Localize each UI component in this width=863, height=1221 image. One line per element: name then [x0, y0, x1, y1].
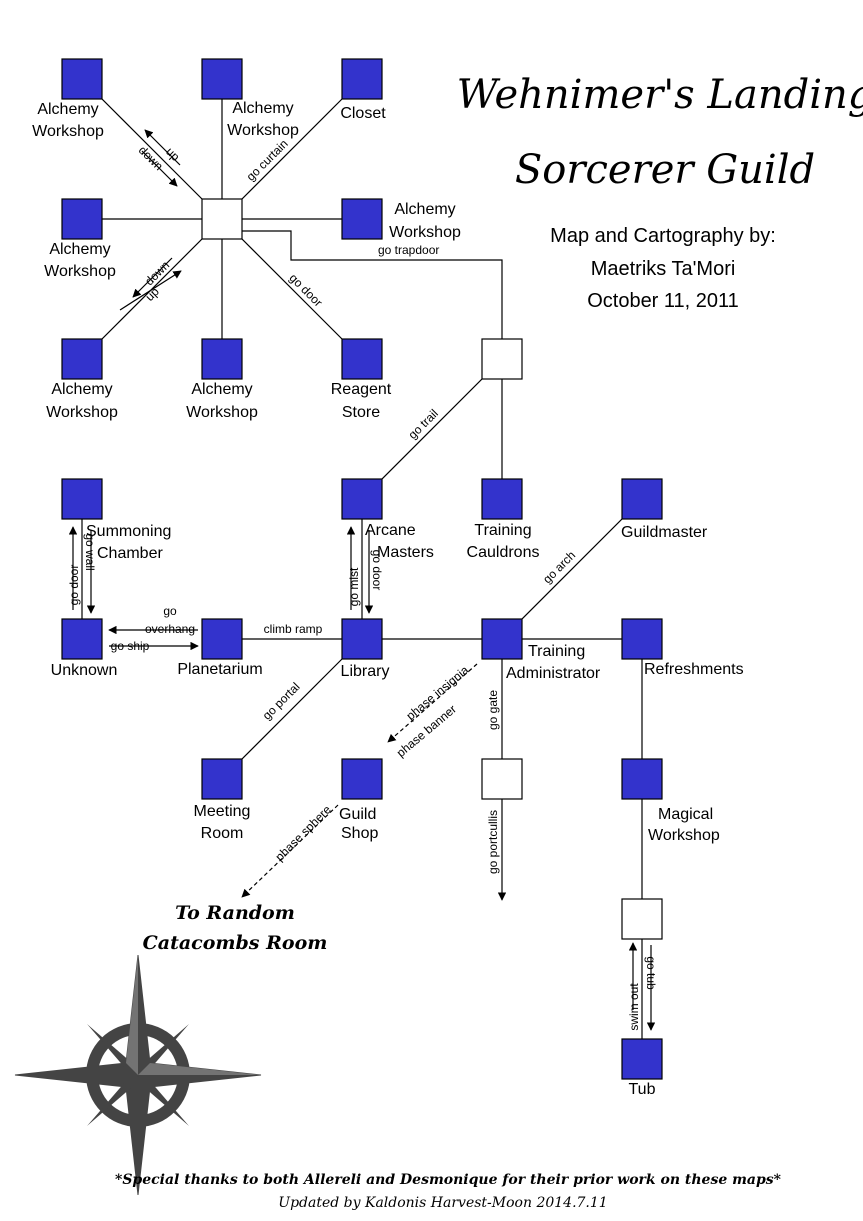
- edge-label-go-ship: go ship: [111, 639, 150, 653]
- junction-pool[interactable]: [621, 898, 663, 940]
- room-summoning[interactable]: [61, 478, 103, 520]
- edge-label-down-nw: down: [136, 143, 166, 173]
- room-label: Workshop: [227, 122, 299, 139]
- room-label: Workshop: [44, 263, 116, 280]
- edge-label-go-portal: go portal: [260, 680, 303, 723]
- room-label: Workshop: [186, 404, 258, 421]
- edge-label-phase-sphere: phase sphere: [273, 802, 335, 864]
- room-label: Chamber: [97, 545, 163, 562]
- room-label: Store: [342, 404, 380, 421]
- room-tub[interactable]: [621, 1038, 663, 1080]
- room-alchemy-n[interactable]: [201, 58, 243, 100]
- edge-label-go: go: [163, 604, 177, 618]
- room-alchemy-sw[interactable]: [61, 338, 103, 380]
- room-label: Guildmaster: [621, 524, 708, 541]
- direction-arrows: [68, 129, 656, 1031]
- room-label: Workshop: [389, 224, 461, 241]
- room-label: Closet: [340, 105, 386, 122]
- edge-label-go-door-arc: go door: [370, 550, 384, 591]
- edge-label-go-trapdoor: go trapdoor: [378, 243, 439, 257]
- room-guildmaster[interactable]: [621, 478, 663, 520]
- phase-arrows: [241, 663, 478, 898]
- room-label: Administrator: [506, 665, 601, 682]
- room-label: Workshop: [46, 404, 118, 421]
- destination-line-1: To Random: [175, 902, 295, 924]
- room-guild-shop[interactable]: [341, 758, 383, 800]
- room-label: Cauldrons: [467, 544, 540, 561]
- room-training-admin[interactable]: [481, 618, 523, 660]
- destination-line-2: Catacombs Room: [143, 932, 328, 954]
- room-magical[interactable]: [621, 758, 663, 800]
- room-alchemy-e[interactable]: [341, 198, 383, 240]
- room-label: Library: [341, 663, 390, 680]
- edge-label-go-curtain: go curtain: [244, 137, 291, 184]
- room-label: Arcane: [365, 522, 416, 539]
- edge-label-go-tub: go tub: [644, 956, 658, 990]
- room-unknown[interactable]: [61, 618, 103, 660]
- room-label: Training: [528, 643, 585, 660]
- edge-label-overhang: overhang: [145, 622, 195, 636]
- room-label: Summoning: [86, 523, 171, 540]
- edge-label-swim-out: swim out: [627, 983, 641, 1031]
- edge-label-go-trail: go trail: [405, 406, 440, 441]
- room-label: Planetarium: [177, 661, 262, 678]
- room-label: Magical: [658, 806, 713, 823]
- room-label: Workshop: [32, 123, 104, 140]
- footer-updated: Updated by Kaldonis Harvest-Moon 2014.7.…: [278, 1195, 607, 1211]
- room-label: Alchemy: [37, 101, 98, 118]
- edge-label-climb-ramp: climb ramp: [264, 622, 323, 636]
- edge-label-go-door-summ: go door: [67, 565, 81, 606]
- junction-gate[interactable]: [481, 758, 523, 800]
- room-alchemy-w[interactable]: [61, 198, 103, 240]
- room-label: Tub: [629, 1081, 656, 1098]
- room-label: Refreshments: [644, 661, 744, 678]
- room-label: Training: [474, 522, 531, 539]
- edge-label-go-wall: go wall: [83, 533, 97, 570]
- room-label: Workshop: [648, 827, 720, 844]
- junctions: [201, 198, 663, 940]
- edge-label-go-gate: go gate: [486, 690, 500, 730]
- compass-rose-icon: [14, 954, 262, 1196]
- junction-hub[interactable]: [201, 198, 243, 240]
- room-label: Room: [201, 825, 244, 842]
- title-line-2: Sorcerer Guild: [515, 147, 815, 193]
- room-labels: Alchemy Workshop Alchemy Workshop Closet…: [32, 100, 743, 1098]
- room-label: Alchemy: [394, 201, 455, 218]
- credit-line-2: Maetriks Ta'Mori: [591, 258, 736, 280]
- room-alchemy-nw[interactable]: [61, 58, 103, 100]
- edge-label-go-mist: go mist: [347, 567, 361, 606]
- room-library[interactable]: [341, 618, 383, 660]
- edge-label-go-portcullis: go portcullis: [486, 810, 500, 874]
- edge-label-up-sw: up: [142, 284, 162, 304]
- room-label: Alchemy: [49, 241, 110, 258]
- edge-label-go-door-se: go door: [286, 271, 325, 310]
- room-label: Masters: [377, 544, 434, 561]
- room-planetarium[interactable]: [201, 618, 243, 660]
- room-label: Alchemy: [232, 100, 293, 117]
- room-label: Meeting: [194, 803, 251, 820]
- room-refreshments[interactable]: [621, 618, 663, 660]
- credit-line-1: Map and Cartography by:: [550, 225, 776, 247]
- room-label: Alchemy: [191, 381, 252, 398]
- room-meeting[interactable]: [201, 758, 243, 800]
- credit-line-3: October 11, 2011: [587, 290, 739, 312]
- room-closet[interactable]: [341, 58, 383, 100]
- edge-label-up-nw: up: [163, 144, 183, 164]
- rooms: [61, 58, 663, 1080]
- title-line-1: Wehnimer's Landing: [457, 72, 863, 118]
- edge-label-go-arch: go arch: [540, 548, 578, 586]
- room-label: Alchemy: [51, 381, 112, 398]
- room-alchemy-s[interactable]: [201, 338, 243, 380]
- footer-thanks: *Special thanks to both Allereli and Des…: [115, 1172, 782, 1188]
- room-label: Unknown: [51, 662, 118, 679]
- junction-trapdoor[interactable]: [481, 338, 523, 380]
- room-label: Shop: [341, 825, 378, 842]
- room-label: Reagent: [331, 381, 392, 398]
- room-label: Guild: [339, 806, 376, 823]
- room-cauldrons[interactable]: [481, 478, 523, 520]
- room-arcane[interactable]: [341, 478, 383, 520]
- room-reagent[interactable]: [341, 338, 383, 380]
